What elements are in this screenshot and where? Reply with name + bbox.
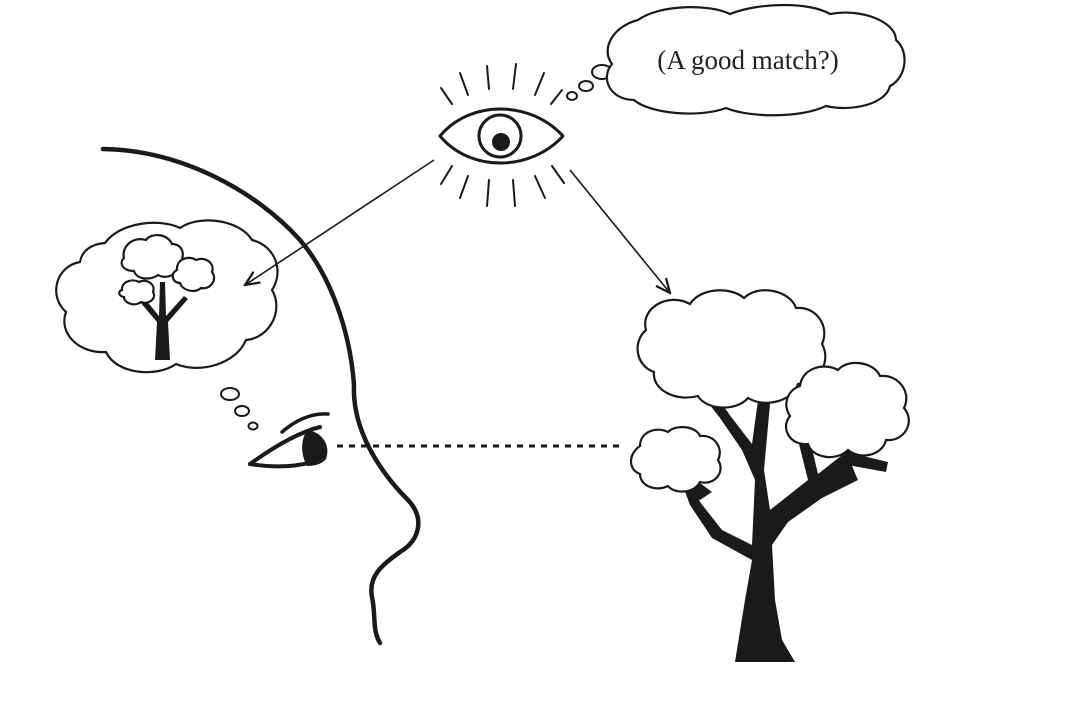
mental-image-cloud — [55, 219, 279, 374]
question-thought-cloud: (A good match?) — [605, 3, 906, 117]
thought-trail-left — [220, 387, 259, 431]
thought-trail-right — [566, 64, 613, 101]
head-profile — [100, 146, 421, 646]
thought-bubble-text: (A good match?) — [657, 45, 838, 75]
arrow-to-mental-image — [245, 159, 435, 285]
observer-eye-icon — [438, 63, 565, 207]
arrow-to-real-tree — [569, 169, 670, 293]
real-tree-icon — [629, 289, 910, 662]
mental-tree-icon — [118, 234, 216, 360]
viewer-eye-icon — [248, 412, 330, 469]
